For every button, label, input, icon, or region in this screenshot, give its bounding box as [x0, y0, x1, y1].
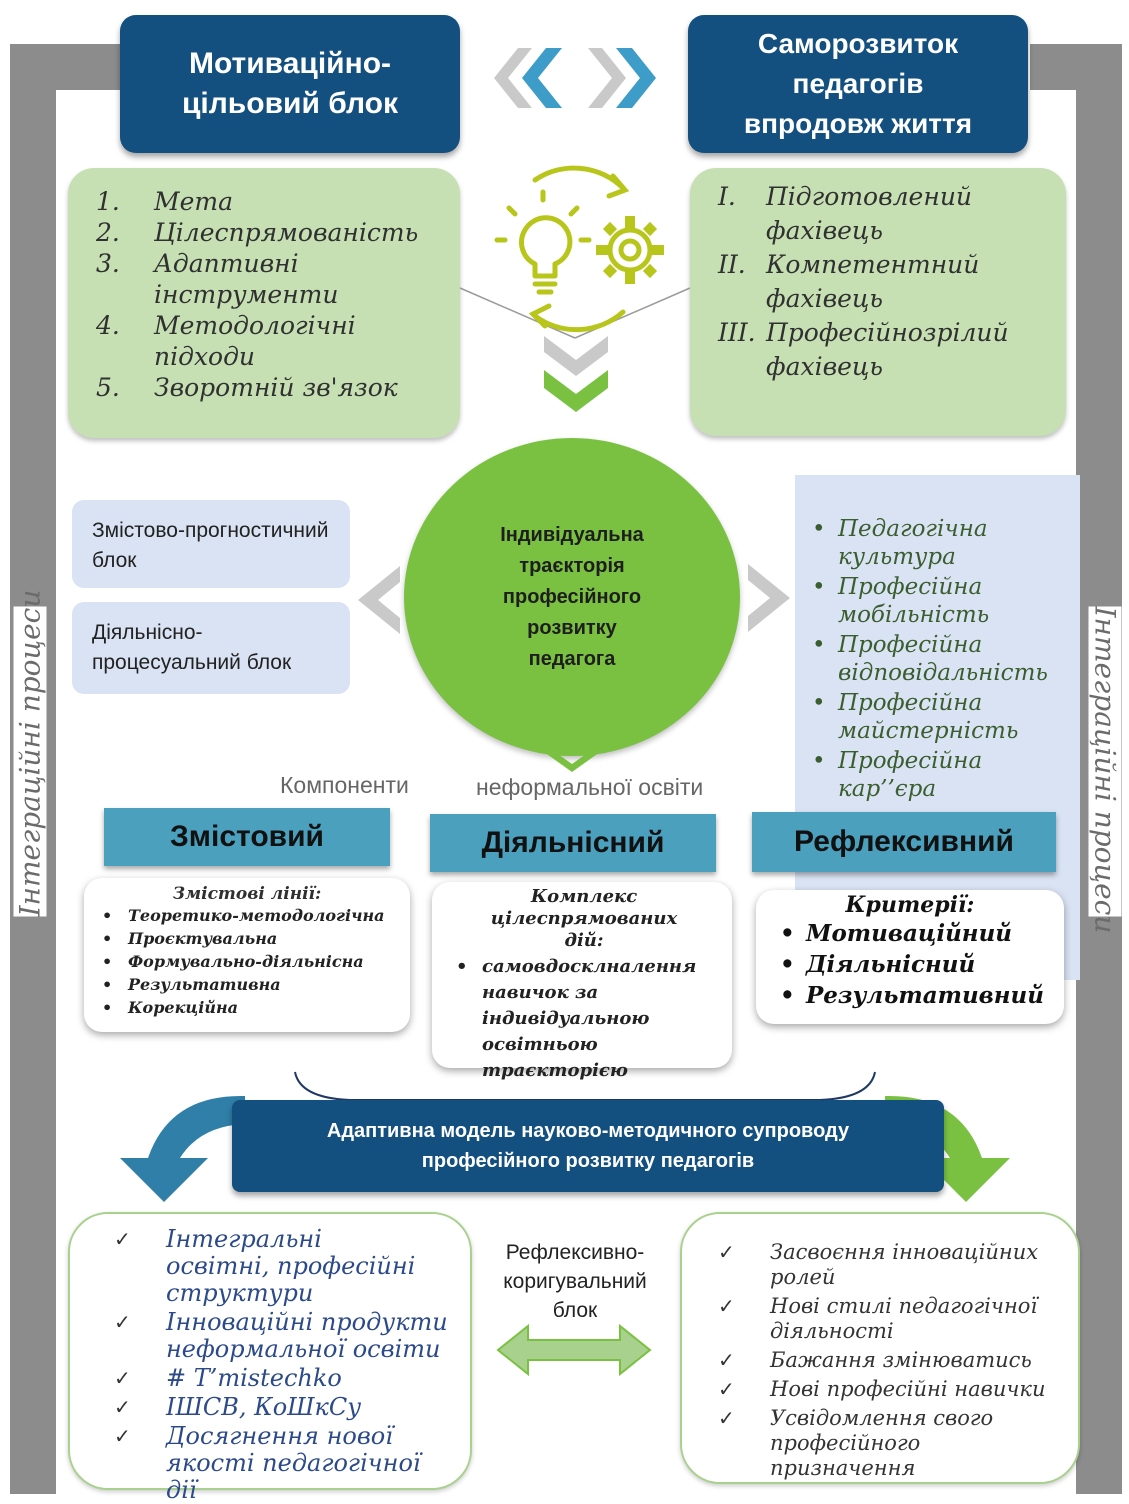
criteria-item: Результативний: [776, 980, 1064, 1011]
double-headed-arrow-icon: [496, 1323, 652, 1377]
self-development-title: Саморозвиток педагогів впродовж життя: [688, 15, 1028, 153]
bracket-line: [294, 1071, 876, 1101]
specialist-levels-box: I.Підготовлений фахівець II.Компетентний…: [690, 168, 1066, 436]
goal-item: 5.Зворотній зв'язок: [96, 373, 398, 402]
outcomes-right-card: Засвоєння інноваційних ролей Нові стилі …: [680, 1212, 1080, 1484]
quality-item: Професійна відповідальність: [808, 631, 1070, 687]
content-line-item: Проєктувальна: [98, 927, 410, 950]
activity-component-title: Діяльнісний: [481, 826, 665, 859]
side-label-right: Інтеграційні процеси: [1088, 606, 1122, 934]
down-chevron-small-icon: [544, 744, 600, 772]
quality-item: Педагогічна культура: [808, 515, 1070, 571]
curved-arrow-blue: [120, 1095, 245, 1202]
side-label-left: Інтеграційні процеси: [13, 589, 47, 917]
trajectory-circle: Індивідуальна траєкторія професійного ро…: [404, 438, 740, 756]
reflexive-corrective-block: Рефлексивно-коригувальний блок: [503, 1241, 647, 1322]
content-prognostic-block: Змістово-прогностичний блок: [72, 500, 350, 588]
level-item: I.Підготовлений фахівець: [718, 182, 973, 245]
reflexive-component-header: Рефлексивний: [752, 812, 1056, 872]
outcome-item: Досягнення нової якості педагогічної дії: [110, 1423, 456, 1504]
activity-process-block: Діяльнісно-процесуальний блок: [72, 602, 350, 694]
goal-item: 1.Мета: [96, 187, 234, 216]
goal-item: 3.Адаптивні інструменти: [96, 249, 339, 309]
criteria-item: Діяльнісний: [776, 949, 1064, 980]
double-chevron-arrows: [494, 48, 656, 108]
content-component-card: Змістові лінії: Теоретико-методологічна …: [84, 878, 410, 1032]
chevron-left-icon: [358, 566, 400, 634]
outcome-item: Інноваційні продукти неформальної освіти: [110, 1309, 456, 1363]
level-item: II.Компетентний фахівець: [718, 250, 980, 313]
content-line-item: Корекційна: [98, 996, 410, 1019]
goal-item: 4.Методологічні підходи: [96, 311, 356, 371]
goal-item: 2.Цілеспрямованість: [96, 218, 419, 247]
content-line-item: Результативна: [98, 973, 410, 996]
motivation-block-title-text: Мотиваційно-цільовий блок: [181, 47, 399, 120]
quality-item: Професійна майстерність: [808, 689, 1070, 745]
chevron-right-icon: [748, 564, 790, 632]
level-item: III.Професійнозрілий фахівець: [718, 318, 1009, 381]
reflexive-component-title: Рефлексивний: [794, 825, 1014, 858]
content-line-item: Формувально-діяльнісна: [98, 950, 410, 973]
quality-item: Професійна мобільність: [808, 573, 1070, 629]
content-component-title: Змістовий: [170, 820, 324, 853]
criteria-item: Мотиваційний: [776, 918, 1064, 949]
idea-gear-icon: [459, 165, 691, 339]
content-prognostic-label: Змістово-прогностичний блок: [92, 519, 329, 572]
trajectory-text: Індивідуальна траєкторія професійного ро…: [500, 523, 644, 670]
components-caption: Компоненти: [280, 772, 409, 798]
content-line-item: Теоретико-методологічна: [98, 904, 410, 927]
chevron-right-blue: [616, 48, 656, 108]
chevron-right-grey: [588, 48, 626, 108]
reflexive-component-card: Критерії: Мотиваційний Діяльнісний Резул…: [756, 890, 1064, 1024]
activity-process-label: Діяльнісно-процесуальний блок: [92, 621, 292, 674]
chevron-left-grey: [494, 48, 532, 108]
outcome-item: Бажання змінюватись: [714, 1348, 1078, 1373]
outcome-item: Нові стилі педагогічної діяльності: [714, 1294, 1070, 1344]
content-lines-subtitle: Змістові лінії:: [172, 884, 322, 904]
outcome-item: Засвоєння інноваційних ролей: [714, 1240, 1070, 1290]
quality-item: Професійна кар’’єра: [808, 747, 1070, 803]
down-chevrons-icon: [544, 336, 608, 412]
activity-item: самовдосклналення навичок за індивідуаль…: [452, 954, 696, 1084]
self-development-title-text: Саморозвиток педагогів впродовж життя: [743, 28, 973, 139]
motivation-block-title: Мотиваційно-цільовий блок: [120, 15, 460, 153]
outcome-item: ІШСВ, КоШкСу: [110, 1394, 470, 1422]
adaptive-model-text: Адаптивна модель науково-методичного суп…: [326, 1120, 850, 1172]
content-component-header: Змістовий: [104, 808, 390, 866]
activity-component-card: Комплекс цілеспрямованих дій: самовдоскл…: [432, 882, 732, 1081]
outcome-item: Усвідомлення свого професійного призначе…: [714, 1406, 1070, 1481]
criteria-subtitle: Критерії:: [845, 892, 975, 918]
chevron-left-blue: [522, 48, 562, 108]
qualities-list: Педагогічна культура Професійна мобільні…: [808, 515, 1070, 803]
outcome-item: Інтегральні освітні, професійні структур…: [110, 1226, 416, 1307]
nonformal-caption: неформальної освіти: [476, 774, 704, 800]
goal-list-box: 1.Мета 2.Цілеспрямованість 3.Адаптивні і…: [68, 168, 460, 438]
adaptive-model-banner: Адаптивна модель науково-методичного суп…: [232, 1100, 944, 1192]
outcomes-left-card: Інтегральні освітні, професійні структур…: [68, 1212, 472, 1504]
outcome-item: Нові професійні навички: [714, 1377, 1078, 1402]
activity-subtitle: Комплекс цілеспрямованих дій:: [490, 886, 678, 951]
activity-component-header: Діяльнісний: [430, 814, 716, 872]
outcome-item: # Т’mistechko: [110, 1365, 470, 1393]
